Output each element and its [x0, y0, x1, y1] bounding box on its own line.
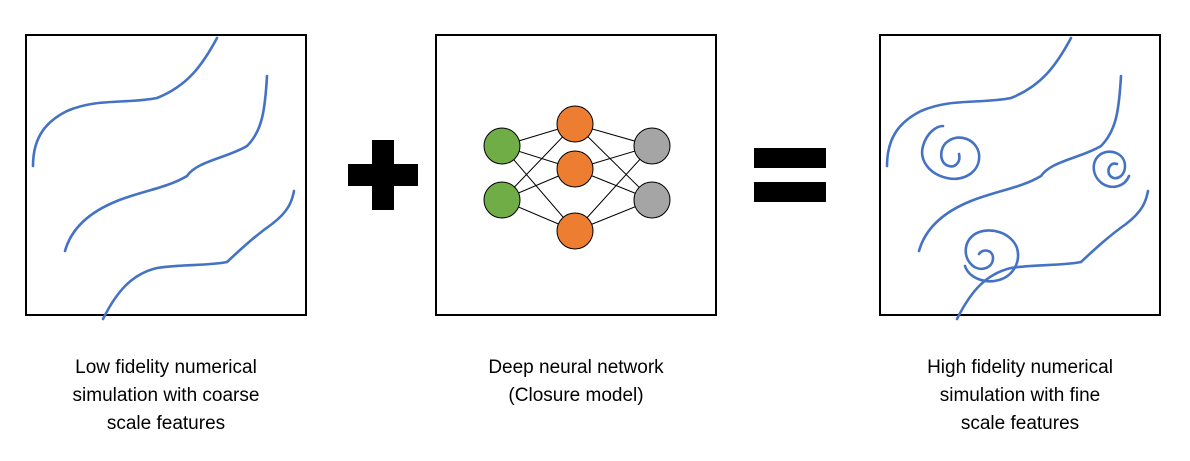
- hidden-node: [556, 105, 594, 143]
- low-fidelity-caption: Low fidelity numerical simulation with c…: [6, 354, 326, 438]
- output-node: [633, 181, 671, 219]
- high-fidelity-caption: High fidelity numerical simulation with …: [860, 354, 1180, 438]
- vortex-2: [1092, 150, 1131, 189]
- flow-curve-1: [885, 36, 1073, 168]
- vortex-3: [963, 229, 1020, 283]
- equals-icon: [754, 148, 826, 202]
- flow-curve-3: [101, 189, 296, 321]
- coarse-flow-curves: [31, 36, 296, 321]
- caption-line: scale features: [960, 413, 1080, 434]
- flow-curve-2: [917, 74, 1123, 253]
- plus-icon: [348, 140, 418, 210]
- caption-line: Deep neural network: [488, 357, 664, 378]
- flow-curve-2: [63, 74, 269, 253]
- input-node: [483, 181, 521, 219]
- hidden-node: [556, 150, 594, 188]
- neural-network-panel: [435, 34, 717, 316]
- caption-line: scale features: [106, 413, 226, 434]
- caption-line: simulation with fine: [939, 385, 1101, 406]
- input-node: [483, 127, 521, 165]
- neural-network-diagram: [483, 105, 671, 250]
- flow-curve-3: [955, 189, 1150, 321]
- caption-line: Low fidelity numerical: [75, 357, 257, 378]
- neural-network-caption: Deep neural network (Closure model): [416, 354, 736, 410]
- caption-line: simulation with coarse: [72, 385, 260, 406]
- fine-flow-curves: [885, 36, 1150, 321]
- hidden-node: [556, 212, 594, 250]
- caption-line: (Closure model): [508, 385, 644, 406]
- caption-line: High fidelity numerical: [927, 357, 1113, 378]
- vortex-1: [920, 124, 981, 181]
- flow-curve-1: [31, 36, 219, 168]
- output-node: [633, 127, 671, 165]
- high-fidelity-panel: [879, 34, 1161, 321]
- low-fidelity-panel: [25, 34, 307, 321]
